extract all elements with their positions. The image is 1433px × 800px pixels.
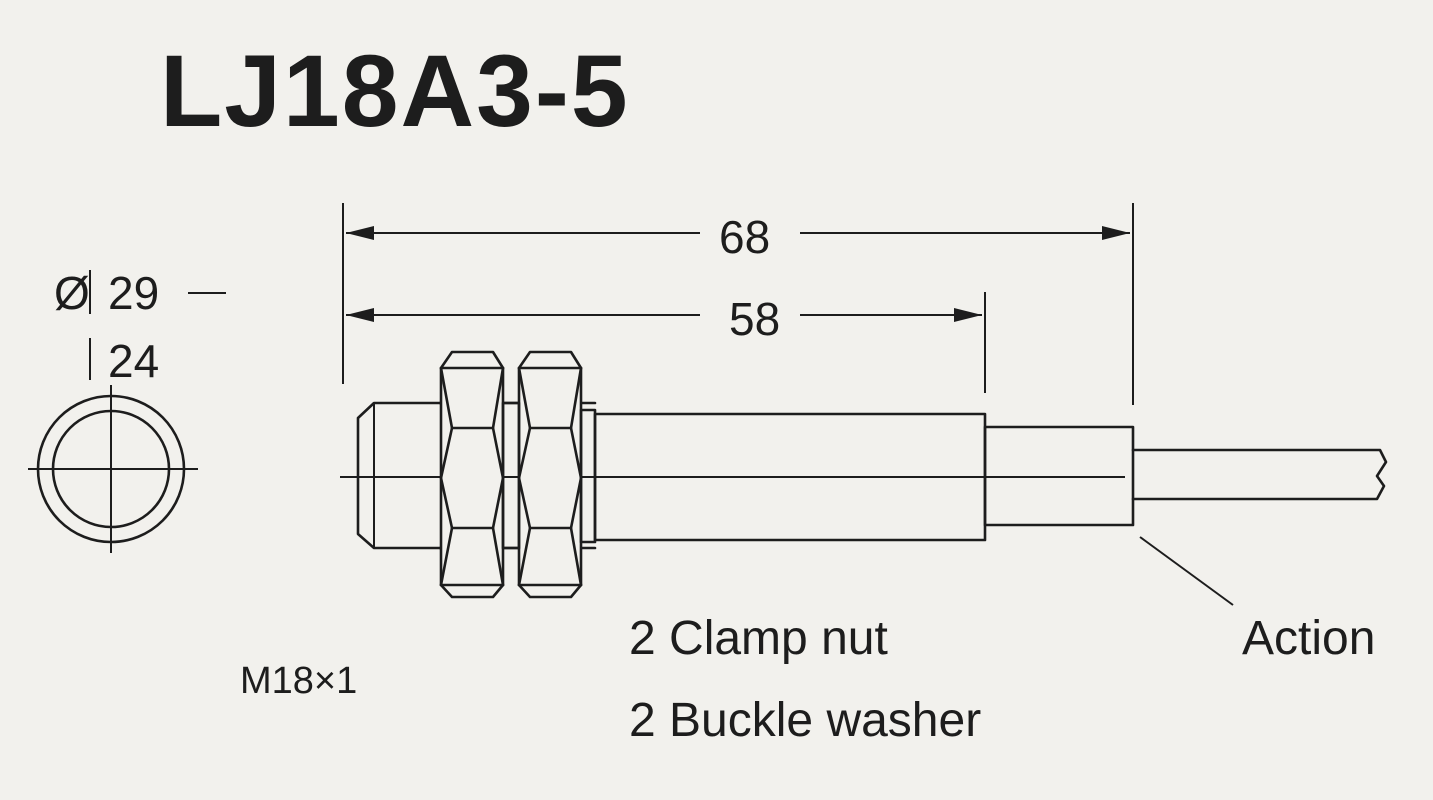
sensor-rear-collar [983,425,1135,527]
buckle-washer-rear [579,408,597,544]
diameter-callout-lines [89,270,226,380]
clamp-nut-1-outline [439,350,505,599]
dimension-68-arrow-left [346,226,374,240]
page-title: LJ18A3-5 [160,34,630,148]
clamp-nut-2-outline [517,350,583,599]
clamp-nut-label: 2 Clamp nut [629,612,888,665]
outer-diameter-label: 29 [108,267,160,319]
dimension-58-arrow-left [346,308,374,322]
clamp-nut-1 [439,350,505,599]
buckle-washer [501,401,521,550]
action-label: Action [1242,612,1376,665]
buckle-washer-label: 2 Buckle washer [629,694,982,747]
dimension-lines [342,203,1134,405]
front-view [28,385,198,553]
clamp-nut-1-chamfers [439,366,505,587]
dimension-68-arrow-right [1102,226,1130,240]
clamp-nut-1-facet-middle [439,426,505,530]
dimension-58-arrow-right [954,308,982,322]
clamp-nut-2-facet-middle [517,426,583,530]
clamp-nut-2-chamfers [517,366,583,587]
inner-diameter-label: 24 [108,335,160,387]
clamp-nut-2 [517,350,583,599]
clamp-nut-2-facet-bottom [517,526,583,587]
thread-spec-label: M18×1 [240,660,358,702]
clamp-nut-1-facet-bottom [439,526,505,587]
dimension-68-label: 68 [719,211,771,263]
diameter-symbol: Ø [54,267,90,319]
clamp-nut-2-facet-top [517,366,583,430]
dimension-58-label: 58 [729,293,781,345]
action-leader-line [1139,536,1234,606]
sensor-cable [1131,448,1388,501]
clamp-nut-1-facet-top [439,366,505,430]
side-view [340,350,1388,599]
sensor-nose [356,401,445,550]
